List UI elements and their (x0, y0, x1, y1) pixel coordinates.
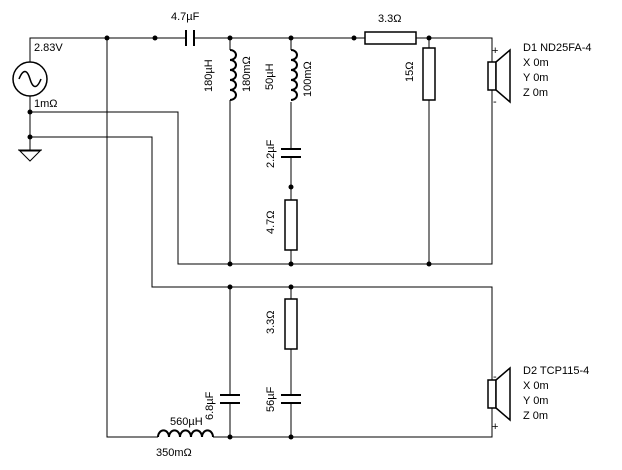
junction-dot (426, 261, 432, 267)
capacitor-series-label: 4.7µF (171, 11, 200, 23)
junction-dot (426, 35, 432, 41)
junction-dot (288, 35, 294, 41)
ac-source (12, 61, 48, 97)
sine-wave-icon (18, 70, 42, 88)
capacitor-series (182, 30, 199, 46)
junction-dot (227, 284, 233, 290)
inductor-shunt-2-resistance: 100mΩ (302, 61, 314, 97)
capacitor-woofer-2 (281, 391, 301, 407)
inductor-shunt-1-resistance: 180mΩ (241, 56, 253, 92)
junction-dot (288, 261, 294, 267)
driver-d2-minus: - (493, 371, 497, 383)
resistor-shunt-2 (284, 199, 298, 251)
capacitor-shunt-2 (281, 145, 301, 161)
inductor-woofer-value: 560µH (170, 416, 203, 428)
wires (29, 37, 493, 438)
speaker-icon-d2 (487, 360, 511, 428)
inductor-shunt-2 (290, 49, 298, 101)
driver-d1-y: Y 0m (523, 72, 548, 84)
junction-dot (227, 261, 233, 267)
capacitor-shunt-2-label: 2.2µF (265, 139, 277, 168)
junction-dot (27, 134, 33, 140)
junction-dot (227, 434, 233, 440)
junction-dot (152, 35, 158, 41)
driver-d1-plus: + (492, 45, 498, 57)
source-voltage-label: 2.83V (34, 42, 63, 54)
driver-d2-x: X 0m (523, 380, 549, 392)
capacitor-woofer-label: 6.8µF (204, 391, 216, 420)
capacitor-woofer (220, 391, 240, 407)
inductor-shunt-2-value: 50µH (264, 63, 276, 90)
resistor-woofer (284, 298, 298, 350)
junction-dot (288, 184, 294, 190)
speaker-icon-d1 (487, 48, 511, 104)
resistor-series-label: 3.3Ω (378, 13, 402, 25)
driver-d2-z: Z 0m (523, 410, 548, 422)
junction-dot (227, 35, 233, 41)
inductor-woofer (157, 429, 214, 438)
driver-d2-plus: + (492, 421, 498, 433)
junction-dot (288, 284, 294, 290)
resistor-tweeter-shunt-label: 15Ω (404, 62, 416, 82)
resistor-tweeter-shunt (422, 47, 436, 101)
resistor-series (364, 31, 417, 45)
driver-d1-x: X 0m (523, 57, 549, 69)
junction-dot (288, 434, 294, 440)
junction-dot (351, 35, 357, 41)
junction-dot (27, 109, 33, 115)
inductor-shunt-1-value: 180µH (203, 59, 215, 92)
inductor-woofer-resistance: 350mΩ (156, 447, 192, 459)
junction-dot (104, 35, 110, 41)
resistor-shunt-2-label: 4.7Ω (265, 210, 277, 234)
capacitor-woofer-2-label: 56µF (265, 386, 277, 412)
driver-d1-minus: - (493, 96, 497, 108)
inductor-shunt-1 (229, 49, 237, 102)
source-resistance-label: 1mΩ (34, 98, 58, 110)
ground-icon (18, 149, 42, 162)
junction-dots (27, 35, 432, 440)
driver-d1-name: D1 ND25FA-4 (523, 42, 591, 54)
resistor-woofer-label: 3.3Ω (265, 310, 277, 334)
driver-d2-name: D2 TCP115-4 (523, 365, 589, 377)
driver-d1-z: Z 0m (523, 87, 548, 99)
driver-d2-y: Y 0m (523, 395, 548, 407)
